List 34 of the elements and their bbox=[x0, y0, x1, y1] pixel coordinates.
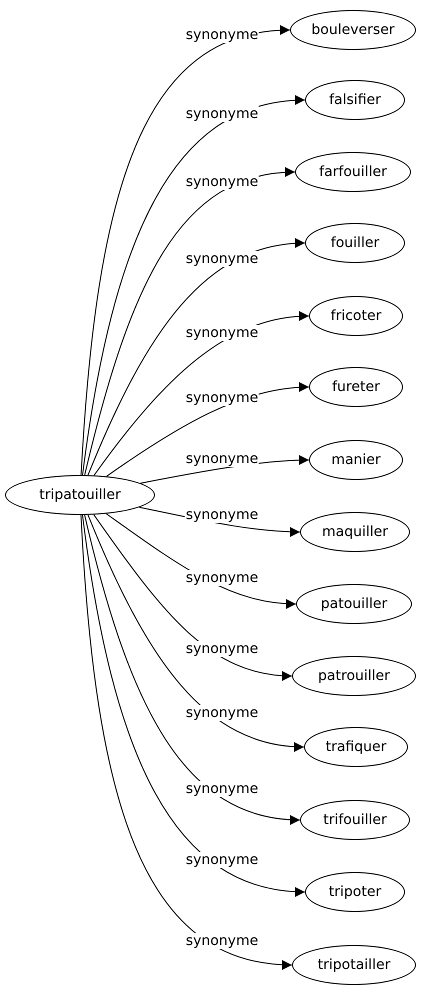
term-text: bouleverser bbox=[311, 22, 395, 38]
edge-label: synonyme bbox=[184, 852, 260, 868]
edge-label: synonyme bbox=[184, 781, 260, 798]
term-text: farfouiller bbox=[319, 164, 387, 180]
edge-label: synonyme bbox=[184, 251, 260, 268]
edge-label: synonyme bbox=[184, 174, 260, 190]
term-text: fouiller bbox=[330, 235, 380, 251]
edge-label: synonyme bbox=[184, 640, 260, 657]
arrow bbox=[80, 26, 290, 476]
edge-label: synonyme bbox=[184, 932, 260, 949]
arrow bbox=[84, 168, 296, 476]
edge-label: synonyme bbox=[184, 324, 260, 341]
arrow bbox=[88, 514, 304, 752]
term-text: fricoter bbox=[330, 308, 382, 324]
term-text: trifouiller bbox=[323, 812, 387, 828]
arrow bbox=[93, 514, 292, 680]
arrow bbox=[82, 514, 306, 896]
term-text: fureter bbox=[332, 379, 380, 395]
term-text: patouiller bbox=[320, 596, 388, 612]
term-text: maquiller bbox=[322, 524, 388, 540]
term-text: manier bbox=[331, 452, 381, 468]
term-text: tripotailler bbox=[318, 957, 390, 973]
term-text: patrouiller bbox=[318, 668, 390, 684]
term-text: tripoter bbox=[328, 884, 382, 900]
term-text: falsifier bbox=[329, 92, 381, 108]
edge-label: synonyme bbox=[184, 705, 260, 722]
edge-label: synonyme bbox=[184, 106, 260, 122]
arrow bbox=[82, 96, 306, 476]
term-text: tripatouiller bbox=[39, 487, 121, 503]
arrow bbox=[88, 238, 306, 476]
term-text: trafiquer bbox=[326, 739, 386, 755]
arrow bbox=[80, 514, 292, 970]
edge-label: synonyme bbox=[184, 570, 260, 586]
arrow bbox=[84, 514, 300, 824]
